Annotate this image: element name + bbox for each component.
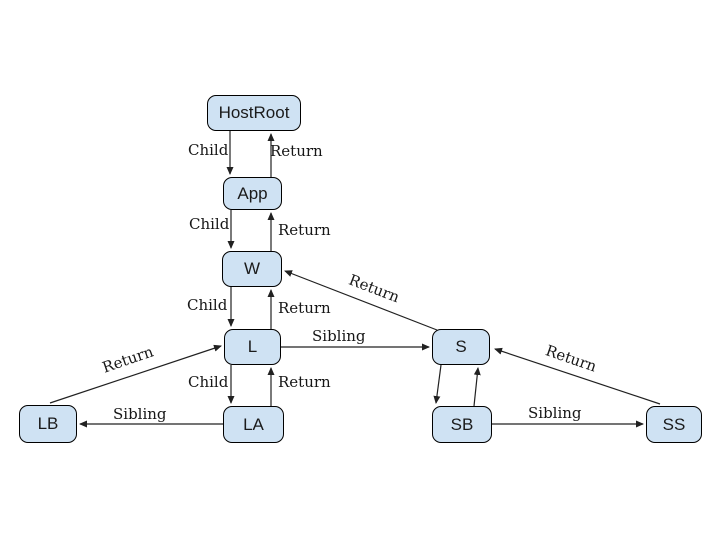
node-w: W [222, 251, 282, 287]
node-lb: LB [19, 405, 77, 443]
node-l: L [224, 329, 281, 365]
node-hostroot: HostRoot [207, 95, 301, 131]
edge-sb-s [473, 367, 481, 407]
edge-ss-s-return [494, 347, 661, 405]
label-sibling-la-lb: Sibling [113, 405, 167, 423]
label-return-w-app: Return [278, 221, 331, 239]
node-s: S [432, 329, 490, 365]
label-return-app-hostroot: Return [270, 142, 323, 160]
edge-lb-l-return [49, 344, 222, 404]
label-return-l-w: Return [278, 299, 331, 317]
node-la: LA [223, 406, 284, 443]
label-child-app-w: Child [189, 215, 230, 233]
node-sb: SB [432, 406, 492, 443]
node-app: App [223, 177, 282, 210]
label-child-w-l: Child [187, 296, 228, 314]
label-sibling-l-s: Sibling [312, 327, 366, 345]
label-child-hostroot-app: Child [188, 141, 229, 159]
label-sibling-sb-ss: Sibling [528, 404, 582, 422]
node-ss: SS [646, 406, 702, 443]
label-return-la-l: Return [278, 373, 331, 391]
edge-s-w-return [284, 270, 438, 331]
label-child-l-la: Child [188, 373, 229, 391]
edge-s-sb [433, 364, 442, 404]
